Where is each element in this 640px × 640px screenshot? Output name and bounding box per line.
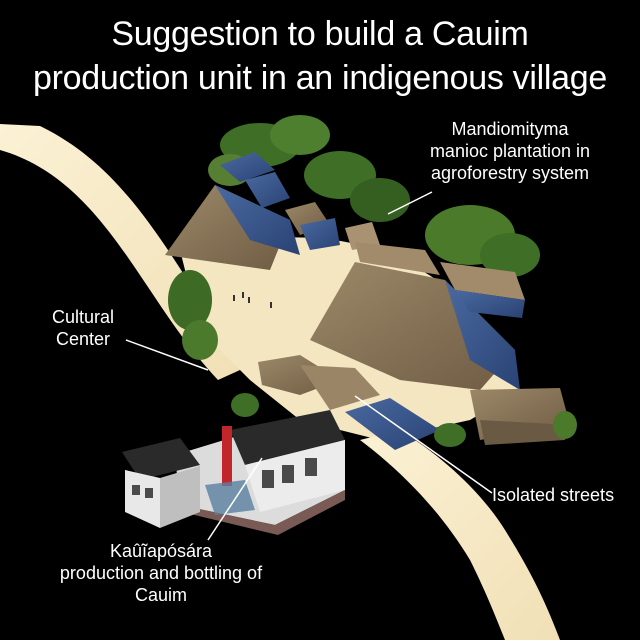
title-line-2: production unit in an indigenous village [33,59,607,97]
production-building [122,410,345,535]
label-isolated-streets-line-1: Isolated streets [492,485,615,505]
longhouse-center [310,242,525,390]
label-mandiomityma: Mandiomityma manioc plantation in agrofo… [410,118,610,184]
label-mandiomityma-line-1: Mandiomityma [451,119,569,139]
leader-lines [125,191,493,541]
label-mandiomityma-line-3: agroforestry system [430,163,590,183]
longhouse-left [165,185,300,270]
title-line-1: Suggestion to build a Cauim [111,15,529,53]
forest-left [168,270,218,360]
label-isolated-streets: Isolated streets [492,484,614,506]
label-cultural-center-line-1: Cultural [51,307,115,327]
road-right [360,430,560,640]
label-cultural-center: Cultural Center [38,306,128,350]
leader-mandiomityma [387,191,433,215]
label-cultural-center-line-2: Center [55,329,111,349]
houses-top [220,152,380,250]
label-mandiomityma-line-2: manioc plantation in [429,141,591,161]
trees-lower [231,393,577,447]
label-kauiaposara-line-3: Cauim [134,585,187,605]
page-title: Suggestion to build a Cauim production u… [0,12,640,100]
leader-isolated-streets [354,395,493,494]
label-kauiaposara-line-1: Kaûĩapósára [109,541,213,561]
leader-kauiaposara [207,457,263,541]
people-plaza [233,292,272,308]
label-kauiaposara-line-2: production and bottling of [59,563,263,583]
label-kauiaposara: Kaûĩapósára production and bottling of C… [56,540,266,606]
leader-cultural-center [125,339,209,371]
houses-lower [258,355,570,450]
